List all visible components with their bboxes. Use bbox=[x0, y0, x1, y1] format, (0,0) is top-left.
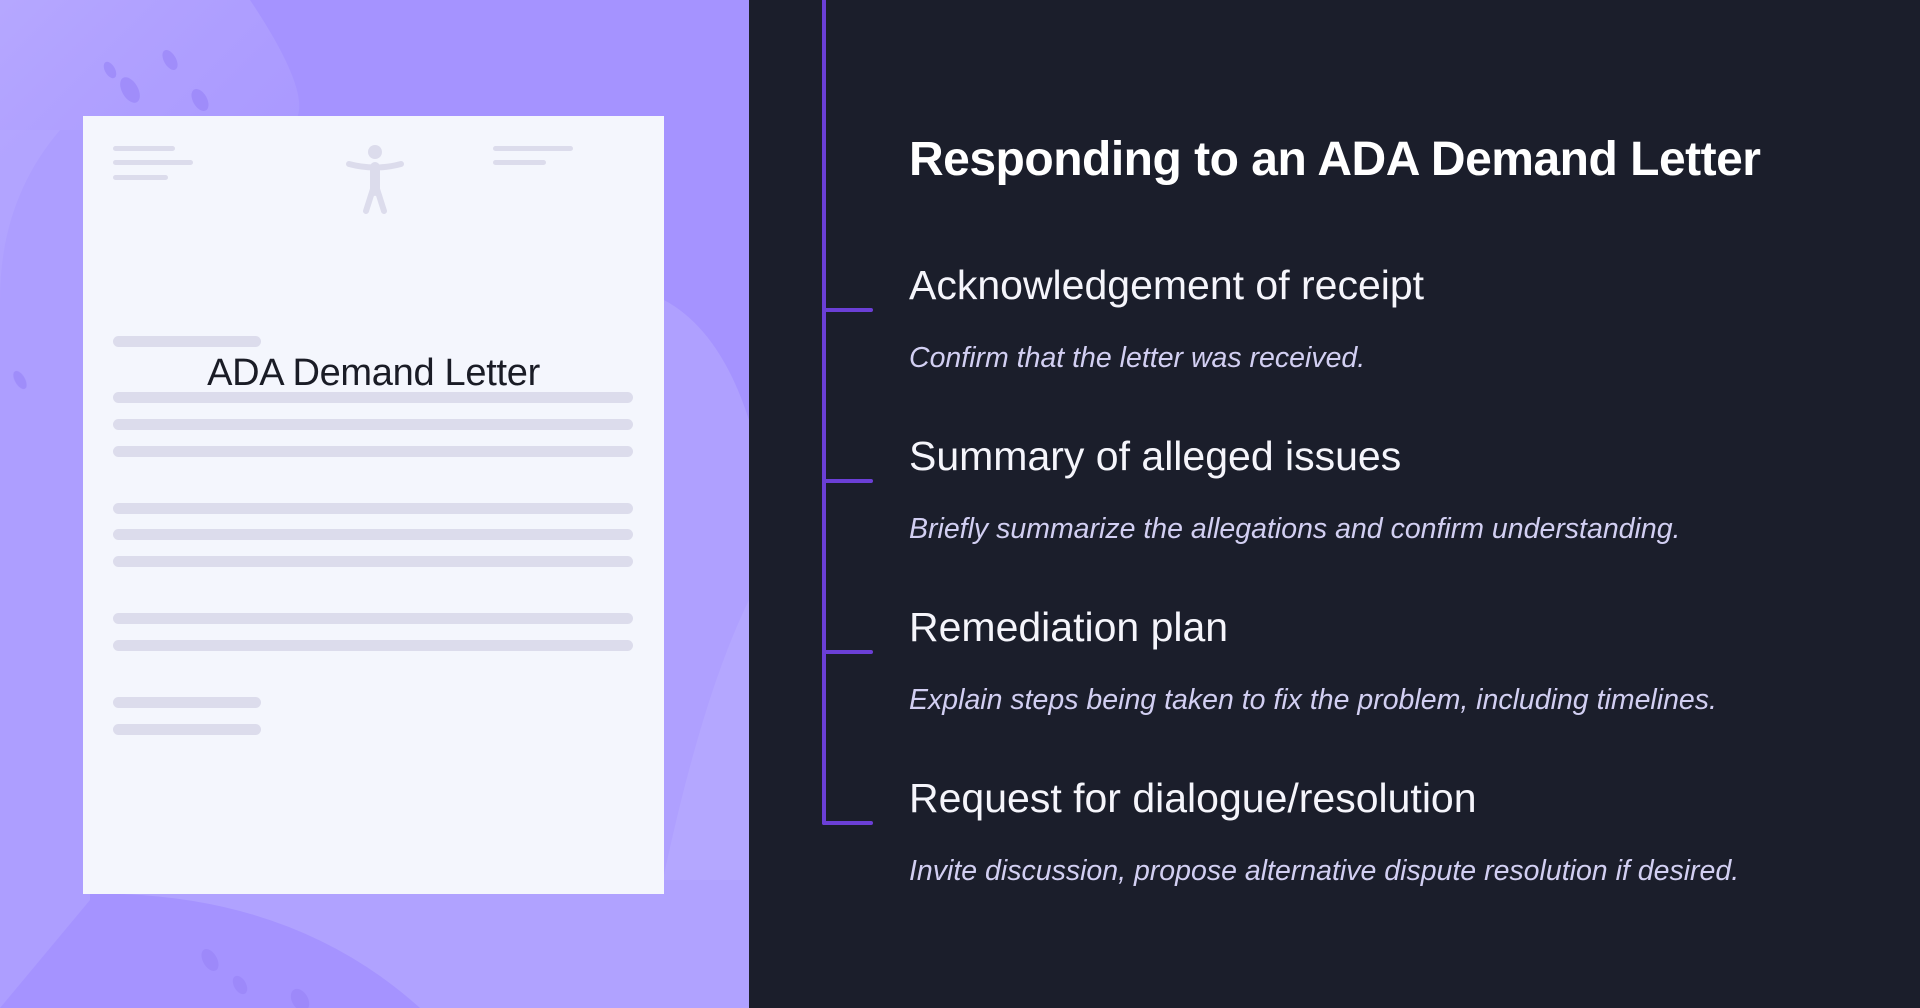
step-description: Invite discussion, propose alternative d… bbox=[909, 855, 1740, 887]
illustration-panel: ADA Demand Letter bbox=[0, 0, 749, 1008]
placeholder-line bbox=[113, 503, 633, 514]
placeholder-line bbox=[113, 640, 633, 651]
step-heading: Acknowledgement of receipt bbox=[909, 262, 1425, 308]
step-heading: Remediation plan bbox=[909, 604, 1229, 650]
placeholder-line bbox=[113, 613, 633, 624]
timeline-tick bbox=[822, 479, 873, 483]
placeholder-line bbox=[113, 446, 633, 457]
brush-texture-background bbox=[0, 0, 749, 1008]
step-description: Briefly summarize the allegations and co… bbox=[909, 513, 1681, 545]
step-description: Explain steps being taken to fix the pro… bbox=[909, 684, 1717, 716]
demand-letter-document: ADA Demand Letter bbox=[83, 116, 664, 894]
page-title: Responding to an ADA Demand Letter bbox=[909, 133, 1761, 186]
header-line bbox=[493, 146, 573, 151]
header-line bbox=[493, 160, 546, 165]
step-heading: Summary of alleged issues bbox=[909, 433, 1402, 479]
placeholder-line bbox=[113, 529, 633, 540]
placeholder-line bbox=[113, 392, 633, 403]
placeholder-line bbox=[113, 724, 261, 735]
placeholder-line bbox=[113, 697, 261, 708]
header-line bbox=[113, 160, 193, 165]
header-line bbox=[113, 175, 168, 180]
content-panel bbox=[749, 0, 1920, 1008]
step-heading: Request for dialogue/resolution bbox=[909, 775, 1477, 821]
header-line bbox=[113, 146, 175, 151]
timeline-tick bbox=[822, 821, 873, 825]
timeline-connector bbox=[822, 0, 826, 825]
placeholder-line bbox=[113, 556, 633, 567]
letter-title: ADA Demand Letter bbox=[207, 352, 540, 394]
timeline-tick bbox=[822, 650, 873, 654]
timeline-tick bbox=[822, 308, 873, 312]
placeholder-line bbox=[113, 336, 261, 347]
accessibility-icon bbox=[346, 145, 404, 214]
step-description: Confirm that the letter was received. bbox=[909, 342, 1366, 374]
placeholder-line bbox=[113, 419, 633, 430]
